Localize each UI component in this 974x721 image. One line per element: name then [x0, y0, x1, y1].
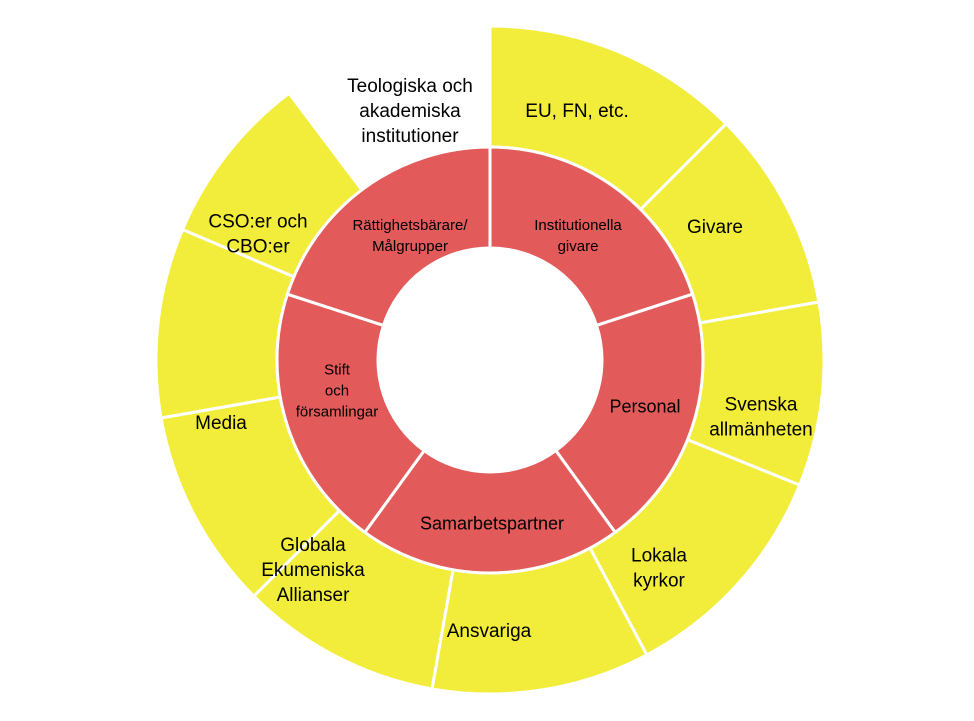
outer-label-givare: Givare — [687, 217, 743, 238]
outer-label-ansvariga-line: Ansvariga — [447, 621, 532, 642]
outer-label-teologiska-institutioner-line: akademiska — [359, 101, 461, 122]
outer-label-cso-cbo-line: CBO:er — [226, 236, 290, 257]
inner-label-stift-forsamlingar-line: församlingar — [296, 403, 379, 420]
inner-label-rattighetsbarare-line: Rättighetsbärare/ — [352, 217, 468, 234]
inner-label-stift-forsamlingar: Stift och församlingar — [296, 361, 379, 420]
inner-label-institutionella-givare: Institutionella givare — [534, 217, 622, 255]
inner-label-samarbetspartner: Samarbetspartner — [420, 513, 564, 533]
inner-label-personal-line: Personal — [609, 396, 680, 416]
outer-label-svenska-allmanheten: Svenska allmänheten — [709, 394, 813, 440]
outer-label-globala-ekumeniska-allianser-line: Globala — [280, 535, 346, 556]
inner-label-stift-forsamlingar-line: Stift — [324, 361, 351, 378]
outer-label-globala-ekumeniska-allianser-line: Allianser — [277, 585, 351, 606]
inner-label-institutionella-givare-line: Institutionella — [534, 217, 622, 234]
inner-label-personal: Personal — [609, 396, 680, 416]
inner-label-rattighetsbarare: Rättighetsbärare/Målgrupper — [352, 217, 468, 255]
outer-label-lokala-kyrkor-line: Lokala — [631, 545, 687, 566]
center-hole — [378, 248, 602, 472]
outer-label-svenska-allmanheten-line: Svenska — [725, 394, 798, 415]
outer-label-lokala-kyrkor: Lokala kyrkor — [631, 545, 687, 591]
inner-label-rattighetsbarare-line: Målgrupper — [372, 238, 448, 255]
inner-label-stift-forsamlingar-line: och — [325, 382, 349, 399]
outer-label-ansvariga: Ansvariga — [447, 621, 532, 642]
outer-label-cso-cbo-line: CSO:er och — [208, 211, 307, 232]
outer-label-eu-fn: EU, FN, etc. — [525, 101, 628, 122]
outer-label-svenska-allmanheten-line: allmänheten — [709, 419, 813, 440]
outer-label-lokala-kyrkor-line: kyrkor — [633, 570, 685, 591]
outer-label-teologiska-institutioner: Teologiska och akademiska institutioner — [347, 76, 473, 147]
outer-label-givare-line: Givare — [687, 217, 743, 238]
outer-label-media-line: Media — [195, 413, 247, 434]
outer-label-eu-fn-line: EU, FN, etc. — [525, 101, 628, 122]
outer-label-media: Media — [195, 413, 247, 434]
inner-ring — [275, 145, 705, 575]
outer-label-teologiska-institutioner-line: Teologiska och — [347, 76, 473, 97]
outer-label-globala-ekumeniska-allianser-line: Ekumeniska — [261, 560, 365, 581]
outer-label-teologiska-institutioner-line: institutioner — [361, 126, 459, 147]
inner-label-institutionella-givare-line: givare — [558, 238, 599, 255]
inner-label-samarbetspartner-line: Samarbetspartner — [420, 513, 564, 533]
